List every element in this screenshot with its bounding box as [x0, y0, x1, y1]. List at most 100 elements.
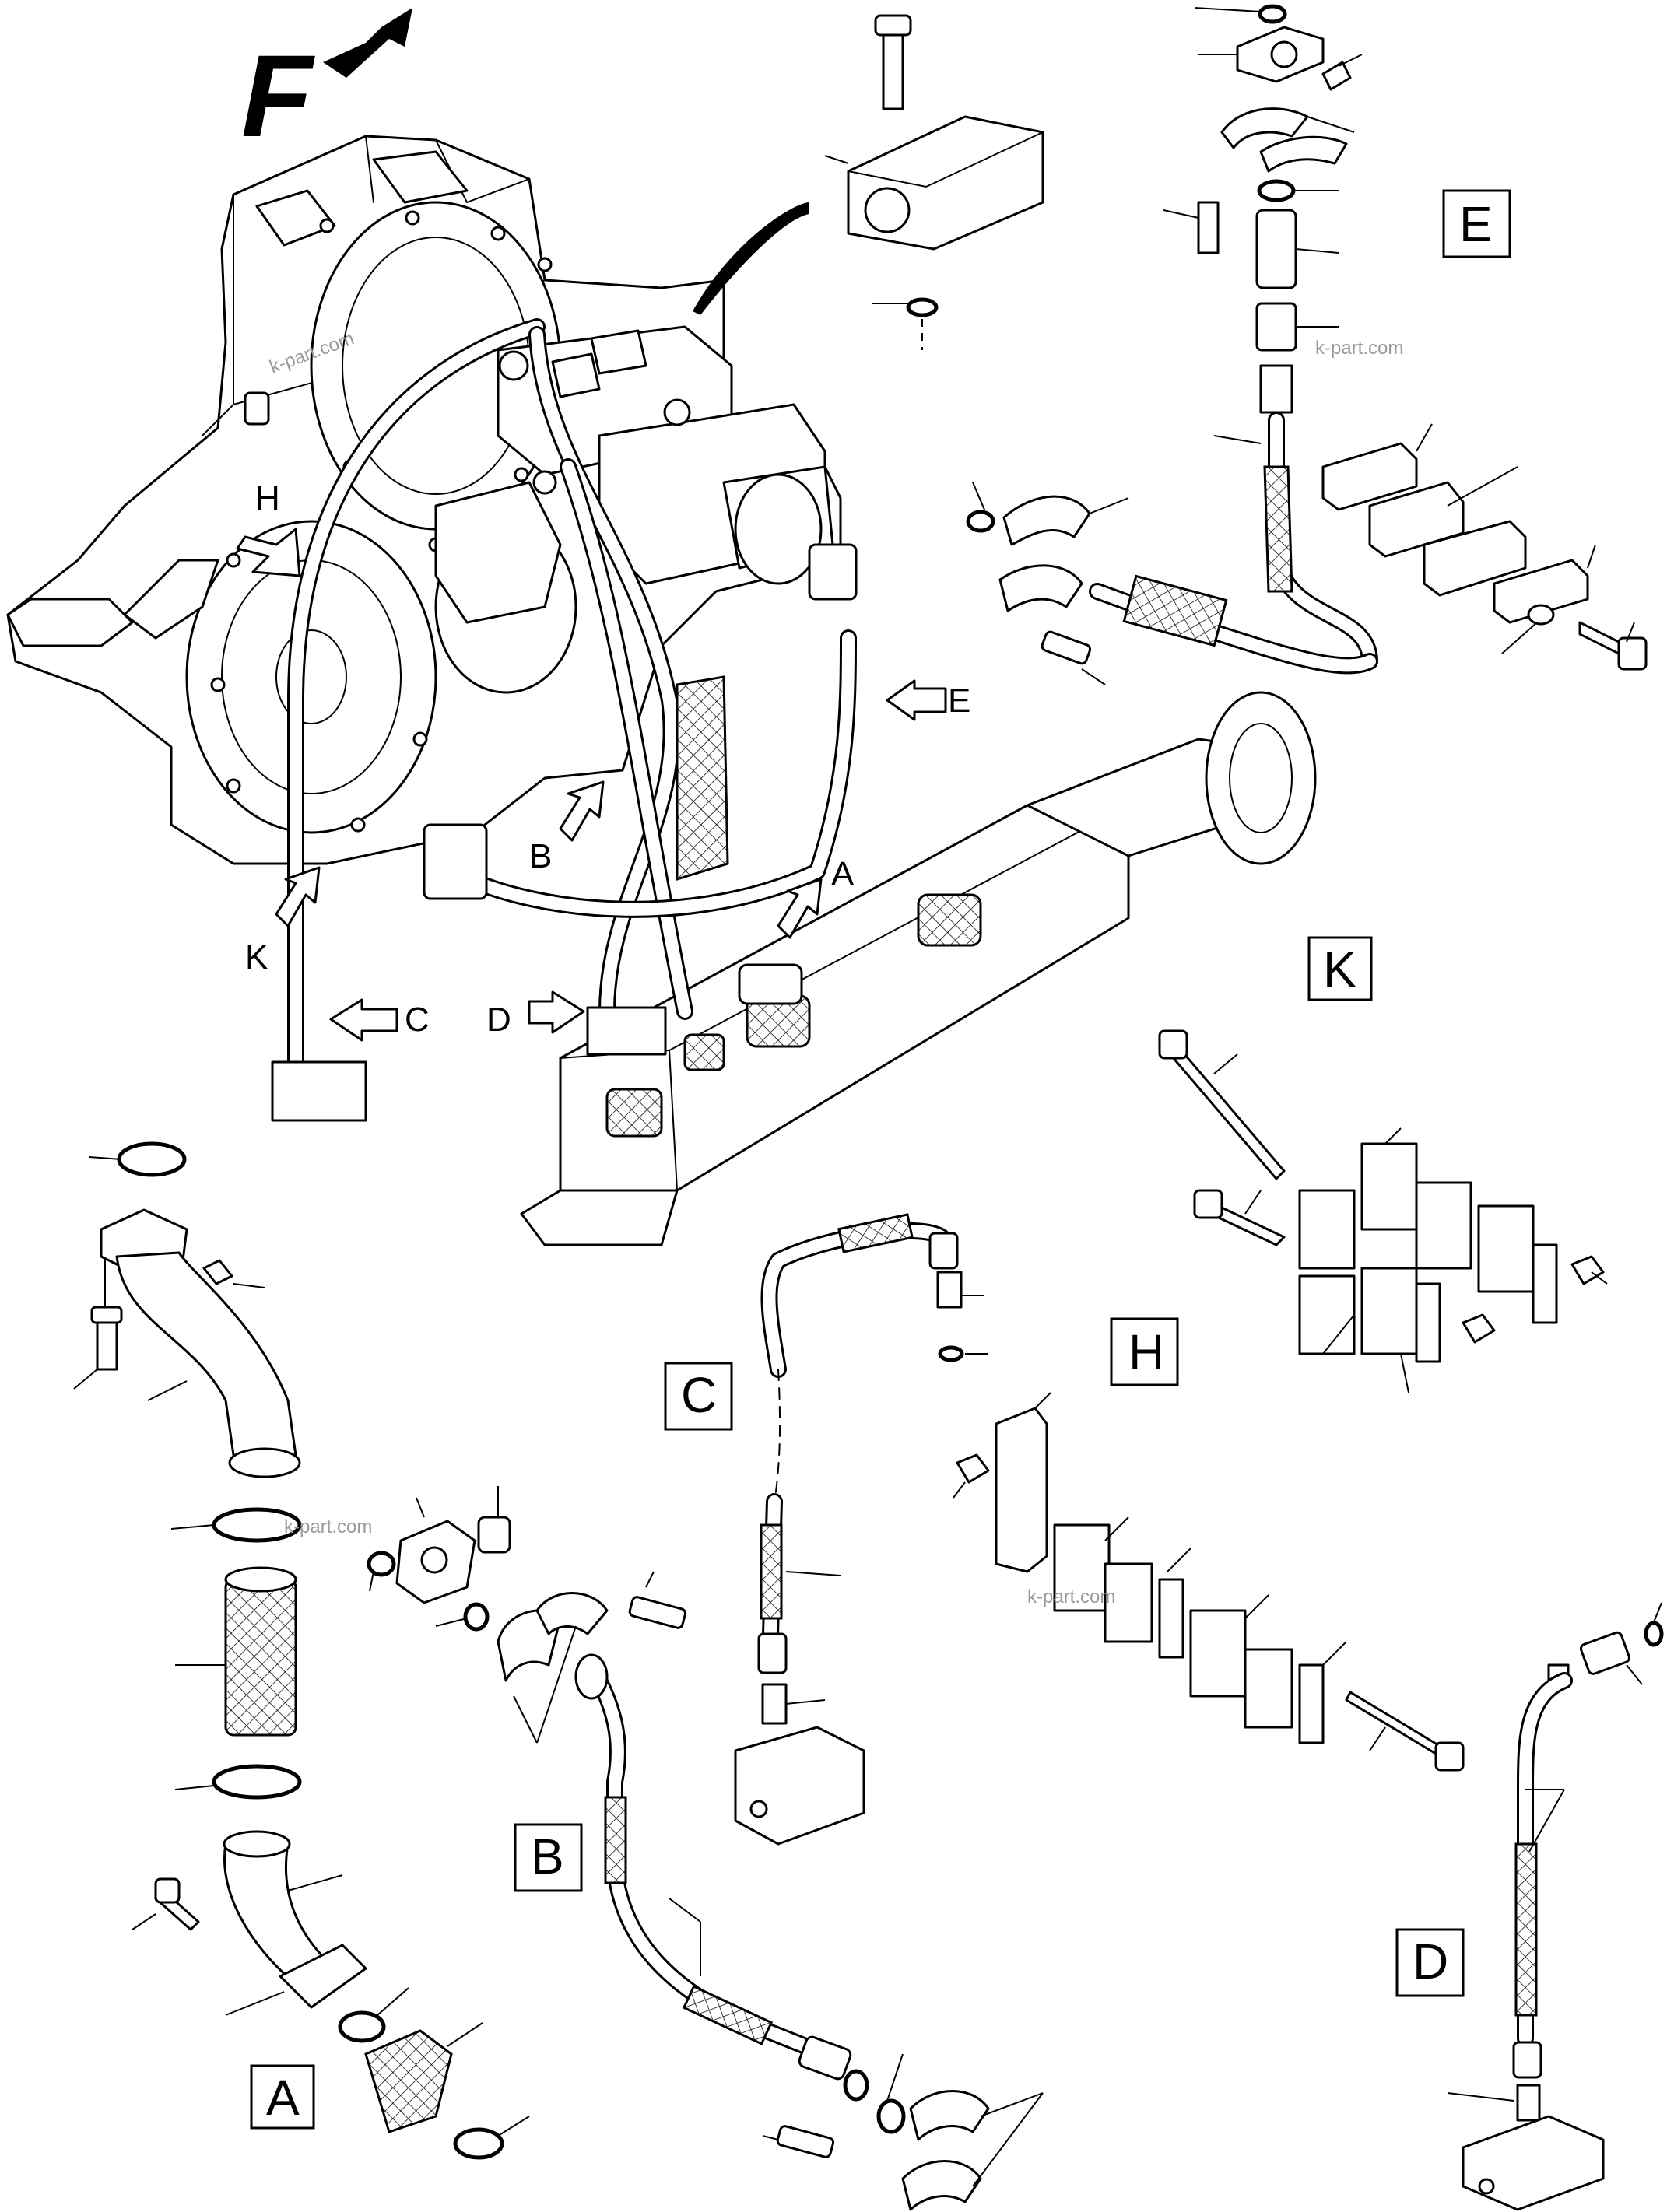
a-plug	[202, 1259, 233, 1285]
d-adapter	[1579, 1631, 1630, 1675]
e-hose-mesh	[1263, 465, 1293, 593]
arrow-b: B	[529, 780, 605, 875]
h-clamp-1	[1053, 1523, 1111, 1612]
c-hose-lower-mesh	[760, 1523, 783, 1620]
section-k-box	[1307, 936, 1373, 1001]
a-top-bolt	[96, 1313, 118, 1371]
housing-edges	[202, 135, 546, 436]
section-c-box	[664, 1362, 733, 1431]
valve-block-detail	[693, 14, 1044, 350]
section-h-label: H	[1128, 1324, 1164, 1380]
b-plug	[477, 1516, 511, 1554]
section-c-detail: C	[664, 1213, 988, 1846]
e-split-flange-2	[1259, 135, 1348, 173]
b-bolt	[628, 1596, 687, 1629]
arrow-d: D	[486, 990, 585, 1039]
h-nut	[956, 1453, 990, 1484]
e-side-clamps	[966, 423, 1648, 685]
b-hose-elbow	[574, 1653, 609, 1700]
k-bolt-1-head	[1158, 1029, 1188, 1060]
section-d-detail: D	[1395, 1602, 1664, 2211]
c-block-port	[749, 1800, 768, 1818]
k-clamp-5	[1298, 1274, 1356, 1355]
svg-text:k-part.com: k-part.com	[1027, 1586, 1115, 1607]
valve-block-bolt-head	[874, 14, 912, 37]
section-e-label: E	[1459, 196, 1493, 252]
c-adapter	[761, 1683, 788, 1725]
cooler-port-4	[917, 893, 982, 947]
direction-arrow-icon	[323, 8, 412, 78]
k-bolt-2-head	[1193, 1189, 1223, 1219]
valve-block-edges	[848, 131, 1044, 188]
svg-text:B: B	[529, 837, 552, 875]
valve-block-oring	[906, 297, 939, 317]
section-h-box	[1110, 1317, 1179, 1386]
e-bolt	[1197, 201, 1220, 254]
e-swivel-nut	[1255, 302, 1297, 352]
e-flange-bore	[1270, 40, 1298, 68]
cooler-port-1	[605, 1088, 663, 1138]
a-lower-flange	[279, 1944, 367, 2009]
b-flange-bore	[420, 1546, 448, 1574]
lower-gear-cover	[185, 520, 437, 834]
h-plate-1	[1158, 1578, 1184, 1659]
e-hose-split-flange-1	[1002, 495, 1091, 546]
a-oring-top	[117, 1141, 187, 1177]
a-hose-sleeve	[224, 1578, 297, 1737]
section-a-label: A	[266, 2070, 300, 2126]
e-fitting	[1259, 364, 1293, 414]
h-plate-2	[1298, 1663, 1325, 1744]
section-b-box	[514, 1823, 583, 1892]
k-nut-1	[1570, 1255, 1605, 1285]
valve-block-pointer	[693, 202, 809, 315]
section-k-label: K	[1323, 941, 1356, 997]
valve-block-bolt	[882, 22, 904, 110]
b-oring-1	[367, 1551, 396, 1577]
e-hose-split-flange-2	[998, 564, 1083, 612]
k-clamp-2	[1360, 1142, 1418, 1231]
d-block	[1462, 2115, 1605, 2211]
b-end-flange-2	[901, 2160, 982, 2211]
k-bolt-1	[1162, 1037, 1286, 1180]
housing-bolts	[210, 210, 553, 833]
lifting-eye-2	[663, 398, 691, 426]
h-bolt	[1345, 1691, 1449, 1760]
block-d	[586, 1006, 667, 1056]
b-hose-end	[843, 2069, 869, 2102]
b-oring-3	[876, 2098, 906, 2134]
svg-text:E: E	[948, 682, 970, 720]
solenoid-valve-2	[551, 352, 601, 398]
cooler-foot	[520, 1189, 679, 1246]
a-lower-elbow-end	[223, 1830, 291, 1858]
e-oring-mid	[1257, 179, 1296, 202]
b-split-flange-2	[535, 1592, 609, 1635]
e-adapter	[1255, 209, 1297, 289]
section-d-label: D	[1413, 1933, 1448, 1989]
a-oring-mid	[338, 2010, 386, 2043]
c-hose-fitting	[757, 1632, 788, 1674]
b-oring-2	[463, 1602, 490, 1632]
c-upper-adapter	[936, 1271, 963, 1309]
arrow-e: E	[886, 679, 970, 721]
d-oring	[1644, 1621, 1664, 1647]
section-h-detail: H k-part.com	[953, 1317, 1465, 1772]
filter-housing	[434, 481, 562, 624]
block-c	[271, 1060, 367, 1122]
e-oring-top	[1258, 4, 1287, 24]
outlet-flange	[1205, 691, 1317, 865]
outlet-flange-bore	[1229, 723, 1293, 833]
a-hose-clamp-2	[212, 1764, 302, 1800]
d-hose-fitting	[1512, 2041, 1542, 2079]
section-d-box	[1395, 1928, 1465, 1997]
b-end-bolt	[776, 2125, 835, 2158]
left-mount-bracket	[6, 598, 134, 647]
svg-text:C: C	[405, 1001, 430, 1039]
svg-text:H: H	[255, 479, 280, 517]
arrow-a: A	[777, 855, 855, 939]
h-clamp-2	[1104, 1562, 1153, 1643]
k-clamp-1	[1298, 1189, 1356, 1270]
c-block	[734, 1726, 865, 1846]
k-plate-2	[1415, 1282, 1441, 1363]
valve-block-port	[864, 187, 911, 233]
